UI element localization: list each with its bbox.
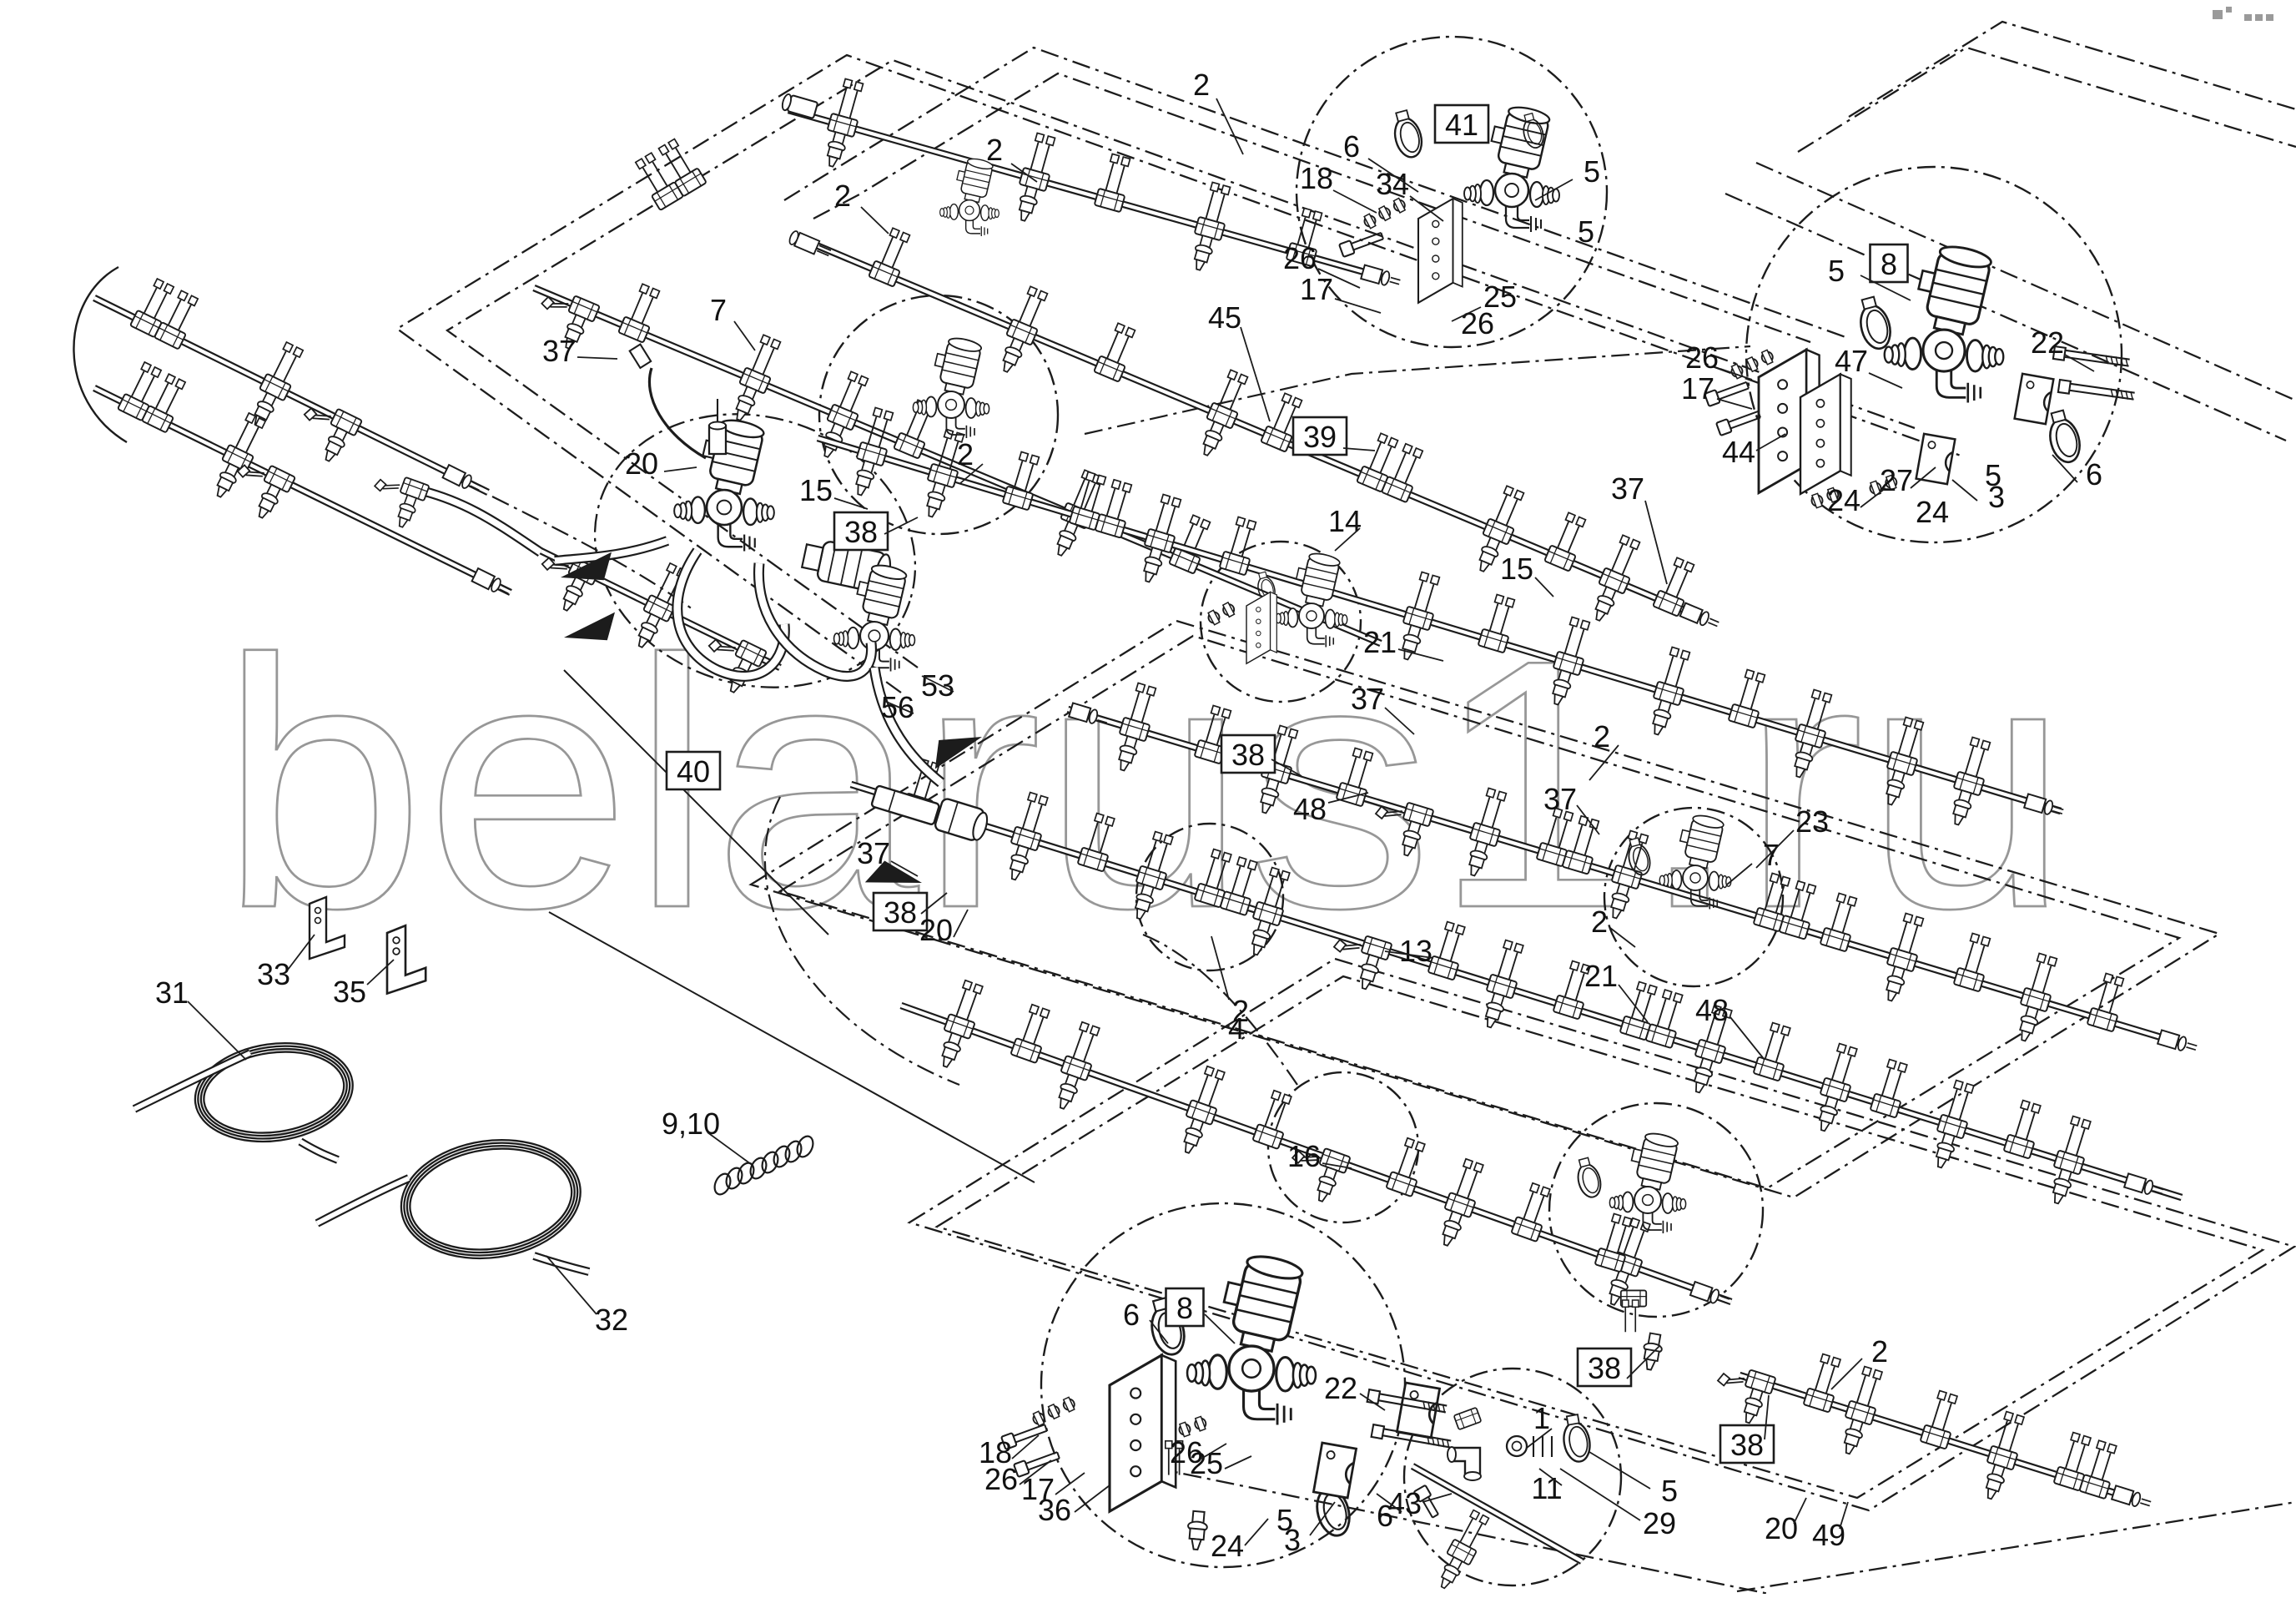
svg-text:37: 37 bbox=[1611, 471, 1644, 506]
svg-text:15: 15 bbox=[1500, 552, 1533, 586]
svg-text:7: 7 bbox=[710, 293, 727, 327]
svg-text:34: 34 bbox=[1376, 167, 1409, 201]
svg-text:5: 5 bbox=[1985, 458, 2001, 492]
svg-text:2: 2 bbox=[1594, 719, 1610, 754]
svg-text:24: 24 bbox=[1211, 1529, 1244, 1563]
svg-text:11: 11 bbox=[1531, 1471, 1562, 1505]
svg-text:18: 18 bbox=[979, 1435, 1012, 1469]
svg-text:29: 29 bbox=[1643, 1506, 1676, 1540]
svg-text:21: 21 bbox=[1363, 625, 1397, 659]
svg-text:25: 25 bbox=[1190, 1446, 1223, 1480]
svg-text:2: 2 bbox=[986, 133, 1003, 167]
svg-text:41: 41 bbox=[1445, 108, 1478, 142]
svg-text:2: 2 bbox=[1871, 1334, 1888, 1369]
svg-text:6: 6 bbox=[1377, 1499, 1393, 1533]
svg-text:6: 6 bbox=[1343, 129, 1360, 164]
svg-text:5: 5 bbox=[1828, 254, 1845, 288]
svg-text:6: 6 bbox=[2086, 457, 2102, 491]
svg-text:24: 24 bbox=[1916, 495, 1949, 529]
svg-text:35: 35 bbox=[333, 975, 366, 1009]
svg-text:20: 20 bbox=[625, 446, 658, 481]
svg-text:6: 6 bbox=[1123, 1298, 1140, 1332]
svg-text:40: 40 bbox=[677, 754, 710, 789]
svg-text:14: 14 bbox=[1328, 504, 1362, 538]
svg-text:23: 23 bbox=[1795, 804, 1829, 839]
svg-text:5: 5 bbox=[1276, 1503, 1293, 1537]
svg-text:48: 48 bbox=[1293, 792, 1327, 826]
svg-text:45: 45 bbox=[1208, 300, 1241, 335]
svg-text:22: 22 bbox=[2031, 325, 2064, 360]
svg-text:39: 39 bbox=[1303, 420, 1337, 454]
svg-text:37: 37 bbox=[1351, 682, 1384, 716]
svg-text:8: 8 bbox=[1881, 247, 1897, 281]
svg-text:21: 21 bbox=[1584, 959, 1618, 993]
svg-text:24: 24 bbox=[1827, 483, 1860, 517]
svg-text:37: 37 bbox=[1543, 782, 1577, 816]
svg-text:26: 26 bbox=[984, 1462, 1018, 1496]
svg-text:22: 22 bbox=[1324, 1371, 1357, 1405]
svg-text:3: 3 bbox=[1988, 480, 2005, 514]
svg-text:18: 18 bbox=[1300, 161, 1333, 195]
svg-text:47: 47 bbox=[1835, 344, 1868, 378]
svg-text:26: 26 bbox=[1170, 1435, 1203, 1469]
svg-text:17: 17 bbox=[1681, 371, 1714, 406]
svg-text:37: 37 bbox=[857, 836, 890, 870]
svg-text:53: 53 bbox=[921, 668, 954, 703]
svg-text:26: 26 bbox=[1283, 241, 1317, 275]
svg-text:48: 48 bbox=[1695, 993, 1729, 1027]
svg-text:32: 32 bbox=[595, 1303, 628, 1337]
svg-text:8: 8 bbox=[1176, 1291, 1193, 1325]
svg-text:38: 38 bbox=[884, 895, 917, 930]
svg-text:2: 2 bbox=[834, 179, 851, 213]
svg-text:3: 3 bbox=[1284, 1523, 1301, 1557]
svg-text:17: 17 bbox=[1021, 1472, 1055, 1506]
svg-text:20: 20 bbox=[1765, 1511, 1798, 1545]
svg-text:15: 15 bbox=[799, 473, 833, 507]
svg-text:38: 38 bbox=[1588, 1351, 1621, 1385]
svg-text:5: 5 bbox=[1578, 214, 1594, 249]
svg-text:20: 20 bbox=[919, 913, 953, 947]
svg-text:26: 26 bbox=[1461, 306, 1494, 340]
svg-text:5: 5 bbox=[1584, 154, 1600, 189]
svg-text:13: 13 bbox=[1399, 934, 1432, 968]
svg-text:33: 33 bbox=[257, 957, 290, 991]
svg-text:5: 5 bbox=[1661, 1474, 1678, 1508]
svg-text:26: 26 bbox=[1685, 340, 1719, 375]
svg-text:1: 1 bbox=[1533, 1401, 1550, 1435]
svg-text:2: 2 bbox=[1232, 994, 1249, 1028]
svg-text:7: 7 bbox=[1763, 838, 1780, 872]
svg-text:38: 38 bbox=[1231, 738, 1265, 772]
svg-text:49: 49 bbox=[1812, 1518, 1845, 1552]
svg-text:37: 37 bbox=[542, 334, 576, 368]
svg-text:36: 36 bbox=[1038, 1493, 1071, 1527]
svg-text:38: 38 bbox=[844, 515, 878, 549]
svg-text:31: 31 bbox=[155, 975, 189, 1010]
svg-text:38: 38 bbox=[1730, 1428, 1764, 1462]
svg-text:25: 25 bbox=[1483, 280, 1517, 314]
svg-text:44: 44 bbox=[1722, 435, 1755, 469]
svg-text:2: 2 bbox=[1193, 68, 1210, 102]
svg-text:27: 27 bbox=[1880, 463, 1913, 497]
svg-text:17: 17 bbox=[1300, 272, 1333, 306]
svg-text:2: 2 bbox=[957, 437, 974, 471]
svg-text:43: 43 bbox=[1388, 1486, 1422, 1520]
svg-text:16: 16 bbox=[1287, 1139, 1321, 1173]
svg-text:2: 2 bbox=[1591, 905, 1608, 939]
svg-text:4: 4 bbox=[1228, 1011, 1245, 1046]
